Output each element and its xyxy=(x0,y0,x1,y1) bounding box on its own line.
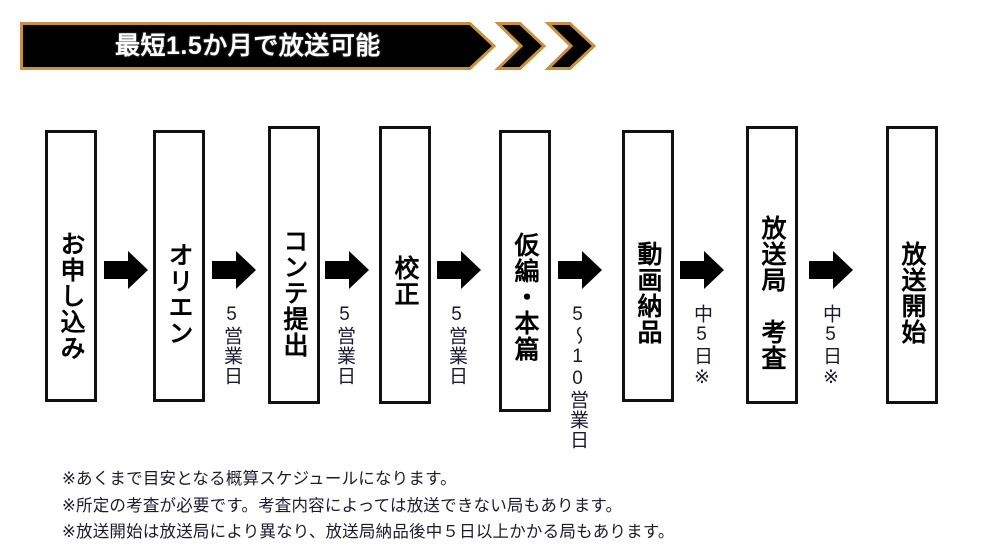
duration-label-2: 5営業日 xyxy=(221,304,242,386)
banner-chevron-1-icon xyxy=(494,22,547,70)
footnote-line-1: ※あくまで目安となる概算スケジュールになります。 xyxy=(62,470,457,488)
step-box-rough-cut-final[interactable]: 仮編・本篇 xyxy=(499,130,551,412)
arrow-right-icon-6 xyxy=(680,248,724,292)
arrow-right-icon-2 xyxy=(212,248,256,292)
footnotes: ※あくまで目安となる概算スケジュールになります。 ※所定の考査が必要です。考査内… xyxy=(62,466,762,546)
step-label-application: お申し込み xyxy=(57,231,85,361)
footnote-line-2: ※所定の考査が必要です。考査内容によっては放送できない局もあります。 xyxy=(62,496,623,515)
step-box-broadcast-start[interactable]: 放送開始 xyxy=(886,126,938,404)
banner-shape xyxy=(20,22,597,70)
step-label-orientation: オリエン xyxy=(165,242,193,346)
duration-label-4: 5営業日 xyxy=(446,304,467,386)
step-box-proofreading[interactable]: 校正 xyxy=(379,126,431,404)
step-label-storyboard-submission: コンテ提出 xyxy=(280,228,308,358)
header-banner: 最短1.5か月で放送可能 xyxy=(20,22,600,70)
footnote-line-3: ※放送開始は放送局により異なり、放送局納品後中５日以上かかる局もあります。 xyxy=(62,523,675,542)
banner-title: 最短1.5か月で放送可能 xyxy=(115,32,381,60)
step-label-broadcast-start: 放送開始 xyxy=(898,241,926,345)
arrow-right-icon-4 xyxy=(437,248,481,292)
duration-label-3: 5営業日 xyxy=(334,304,355,386)
step-box-orientation[interactable]: オリエン xyxy=(153,130,205,402)
step-box-broadcaster-review[interactable]: 放送局 考査 xyxy=(746,126,798,404)
arrow-right-icon-5 xyxy=(558,248,602,292)
banner-body xyxy=(20,22,497,70)
step-label-video-delivery: 動画納品 xyxy=(634,241,662,345)
duration-label-7: 中5日※ xyxy=(820,304,841,389)
duration-label-6: 中5日※ xyxy=(691,304,712,389)
arrow-right-icon-7 xyxy=(809,248,853,292)
arrow-right-icon-1 xyxy=(104,248,148,292)
step-label-rough-cut-final: 仮編・本篇 xyxy=(511,232,539,362)
step-box-video-delivery[interactable]: 動画納品 xyxy=(622,130,674,402)
banner-chevron-2-icon xyxy=(544,22,597,70)
duration-label-5: 5〜10営業日 xyxy=(567,304,588,450)
step-label-proofreading: 校正 xyxy=(391,255,419,307)
step-box-application[interactable]: お申し込み xyxy=(45,130,97,402)
step-box-storyboard-submission[interactable]: コンテ提出 xyxy=(268,126,320,404)
step-label-broadcaster-review: 放送局 考査 xyxy=(758,215,786,371)
arrow-right-icon-3 xyxy=(325,248,369,292)
